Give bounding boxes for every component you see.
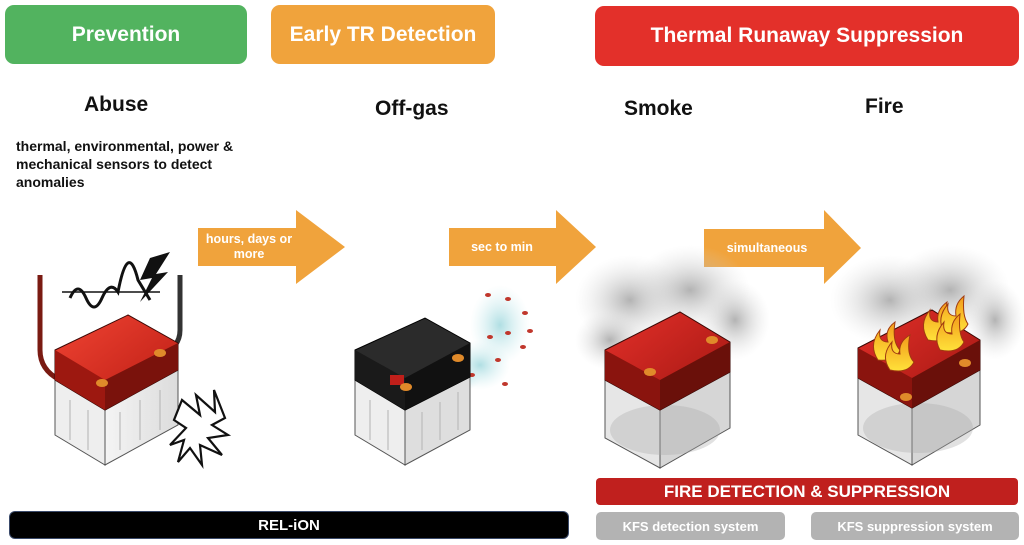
phase-thermal-runaway-suppression: Thermal Runaway Suppression — [595, 6, 1019, 66]
kfs-detection-system-bar: KFS detection system — [596, 512, 785, 540]
kfs-suppression-system-bar: KFS suppression system — [811, 512, 1019, 540]
transition-label-1: hours, days or more — [205, 232, 293, 261]
product-bar-rel-ion: REL-iON — [10, 512, 568, 538]
arrow-transition-1 — [198, 210, 345, 284]
phase-prevention: Prevention — [5, 5, 247, 64]
stage-title-fire: Fire — [865, 95, 904, 118]
battery-smoke-icon — [575, 245, 770, 469]
arrow-transition-2 — [449, 210, 596, 284]
battery-fire-icon — [830, 245, 1024, 466]
transition-label-2: sec to min — [471, 239, 533, 254]
fire-detection-suppression-bar: FIRE DETECTION & SUPPRESSION — [596, 478, 1018, 505]
transition-label-3: simultaneous — [726, 240, 808, 255]
stage-title-abuse: Abuse — [84, 93, 149, 116]
stage-title-smoke: Smoke — [624, 97, 693, 120]
battery-offgas-icon — [354, 285, 533, 466]
phase-early-tr-detection: Early TR Detection — [271, 5, 495, 64]
arrow-transition-3 — [704, 210, 861, 284]
battery-abuse-icon — [37, 252, 232, 470]
stage-description-abuse: thermal, environmental, power & mechanic… — [16, 138, 234, 190]
stage-title-off-gas: Off-gas — [375, 97, 449, 120]
